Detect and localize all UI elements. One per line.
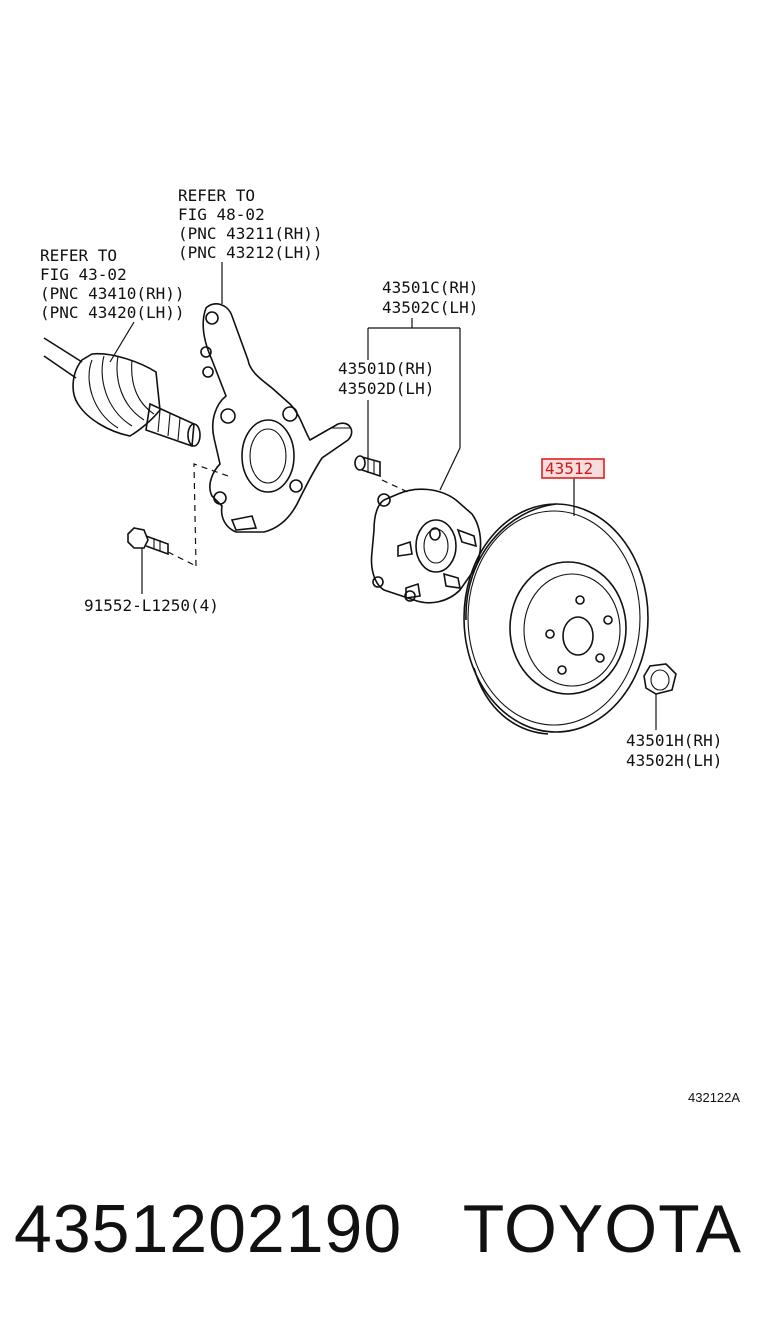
nut-rh: 43501H(RH) [626, 731, 722, 750]
hub-assembly-label: 43501C(RH) 43502C(LH) [382, 278, 478, 317]
disc-label[interactable]: 43512 [541, 458, 605, 479]
nut-label: 43501H(RH) 43502H(LH) [626, 731, 722, 770]
hub-bolt-lh: 43502D(LH) [338, 379, 434, 398]
disc-part-number[interactable]: 43512 [545, 459, 593, 478]
shaft-ref-line-1: REFER TO [40, 246, 117, 265]
hub-bolt-label: 43501D(RH) 43502D(LH) [338, 359, 434, 398]
part-number-caption: 4351202190 [14, 1191, 403, 1267]
hub-nut-drawing [643, 663, 677, 695]
knuckle-ref-line-1: REFER TO [178, 186, 255, 205]
shaft-ref-line-2: FIG 43-02 [40, 265, 127, 284]
hub-assembly-drawing [370, 488, 482, 604]
drive-shaft-drawing [43, 337, 201, 448]
assembly-lines [167, 463, 413, 567]
steering-knuckle-drawing [200, 303, 353, 533]
footer: 4351202190 TOYOTA [0, 1190, 760, 1280]
hub-assy-lh: 43502C(LH) [382, 298, 478, 317]
nut-lh: 43502H(LH) [626, 751, 722, 770]
shaft-ref-line-3: (PNC 43410(RH)) [40, 284, 185, 303]
shaft-ref-line-4: (PNC 43420(LH)) [40, 303, 185, 322]
knuckle-ref-line-4: (PNC 43212(LH)) [178, 243, 323, 262]
disc-rotor-drawing [463, 503, 649, 735]
shaft-reference-label: REFER TO FIG 43-02 (PNC 43410(RH)) (PNC … [40, 246, 185, 322]
knuckle-ref-line-2: FIG 48-02 [178, 205, 265, 224]
hub-bolt-drawing [354, 455, 381, 478]
brand-caption: TOYOTA [462, 1191, 742, 1267]
hub-assy-rh: 43501C(RH) [382, 278, 478, 297]
knuckle-reference-label: REFER TO FIG 48-02 (PNC 43211(RH)) (PNC … [178, 186, 323, 262]
hub-bolt-rh: 43501D(RH) [338, 359, 434, 378]
knuckle-bolt-label: 91552-L1250(4) [84, 596, 219, 615]
knuckle-ref-line-3: (PNC 43211(RH)) [178, 224, 323, 243]
leader-lines [109, 262, 657, 730]
knuckle-bolt-drawing [127, 527, 169, 556]
figure-code: 432122A [688, 1090, 740, 1105]
disc-label-highlight [541, 458, 605, 479]
